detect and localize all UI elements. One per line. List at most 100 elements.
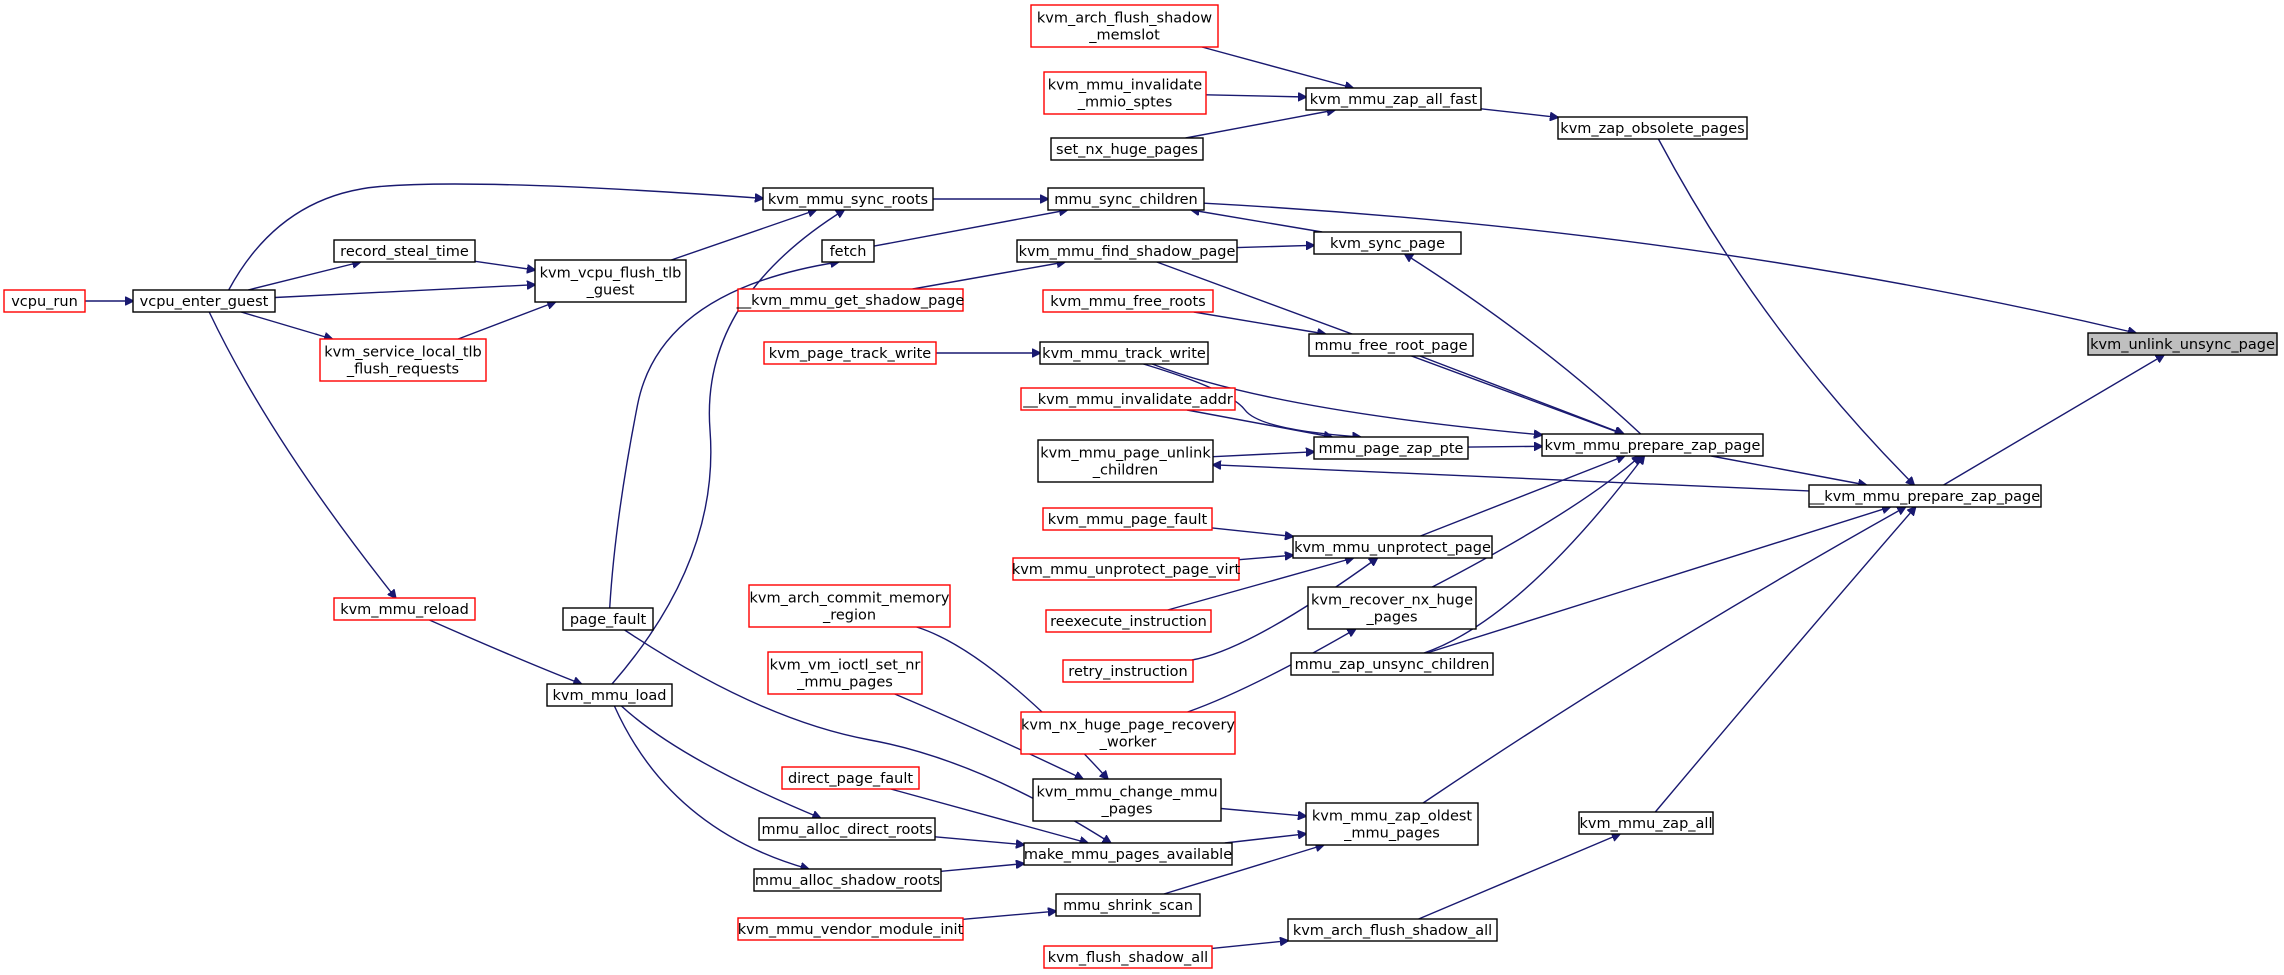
node-page_fault[interactable]: page_fault	[562, 607, 654, 631]
node-mmu_page_zap_pte[interactable]: mmu_page_zap_pte	[1313, 436, 1469, 460]
edge-retry_instruction-to-kvm_mmu_unprotect_page	[1191, 558, 1377, 661]
node-label: vcpu_enter_guest	[140, 294, 269, 310]
node-box	[1042, 507, 1213, 531]
node-fetch[interactable]: fetch	[821, 239, 875, 263]
node-kvm_arch_flush_shadow_all[interactable]: kvm_arch_flush_shadow_all	[1287, 918, 1498, 942]
node-kvm_sync_page[interactable]: kvm_sync_page	[1313, 231, 1462, 255]
node-make_mmu_pages_available[interactable]: make_mmu_pages_available	[1023, 842, 1233, 866]
node-kvm_recover_nx_huge_pages[interactable]: kvm_recover_nx_huge_pages	[1307, 586, 1477, 630]
node-label: make_mmu_pages_available	[1024, 847, 1232, 863]
node-label: _region	[822, 608, 876, 624]
node-reexecute_instruction[interactable]: reexecute_instruction	[1045, 609, 1212, 633]
node-kvm_mmu_invalidate_mmio_sptes[interactable]: kvm_mmu_invalidate_mmio_sptes	[1043, 71, 1207, 115]
node-mmu_alloc_direct_roots[interactable]: mmu_alloc_direct_roots	[758, 817, 936, 841]
node-label: record_steal_time	[340, 244, 469, 260]
node-box	[821, 239, 875, 263]
node-kvm_mmu_prepare_zap_page[interactable]: kvm_mmu_prepare_zap_page	[1541, 433, 1764, 457]
node-box	[1305, 87, 1482, 111]
node-kvm_mmu_sync_roots[interactable]: kvm_mmu_sync_roots	[762, 187, 934, 211]
node-kvm_arch_commit_memory_region[interactable]: kvm_arch_commit_memory_region	[748, 584, 951, 628]
node-mmu_zap_unsync_children[interactable]: mmu_zap_unsync_children	[1290, 652, 1494, 676]
node-mmu_sync_children[interactable]: mmu_sync_children	[1047, 187, 1205, 211]
node-retry_instruction[interactable]: retry_instruction	[1062, 659, 1194, 683]
edge-kvm_recover_nx_huge_pages-to-kvm_mmu_prepare_zap_page	[1431, 456, 1640, 588]
node-label: kvm_mmu_change_mmu	[1036, 785, 1217, 801]
node-label: kvm_arch_commit_memory	[750, 591, 950, 607]
node-kvm_mmu_free_roots[interactable]: kvm_mmu_free_roots	[1042, 289, 1214, 313]
node-__kvm_mmu_get_shadow_page[interactable]: __kvm_mmu_get_shadow_page	[736, 288, 965, 312]
node-label: kvm_mmu_page_unlink	[1040, 446, 1211, 462]
node-box	[1045, 609, 1212, 633]
node-direct_page_fault[interactable]: direct_page_fault	[781, 766, 920, 790]
node-__kvm_mmu_invalidate_addr[interactable]: __kvm_mmu_invalidate_addr	[1020, 387, 1236, 411]
node-box	[132, 289, 276, 313]
node-box	[562, 607, 654, 631]
node-kvm_mmu_zap_all_fast[interactable]: kvm_mmu_zap_all_fast	[1305, 87, 1482, 111]
node-label: kvm_mmu_sync_roots	[768, 192, 928, 208]
node-mmu_free_root_page[interactable]: mmu_free_root_page	[1308, 333, 1474, 357]
node-box	[1305, 802, 1479, 846]
node-kvm_mmu_page_unlink_children[interactable]: kvm_mmu_page_unlink_children	[1037, 439, 1214, 483]
node-kvm_page_track_write[interactable]: kvm_page_track_write	[763, 341, 937, 365]
node-box	[737, 917, 964, 941]
edge-mmu_free_root_page-to-kvm_mmu_prepare_zap_page	[1419, 355, 1624, 434]
node-label: mmu_zap_unsync_children	[1295, 657, 1490, 673]
node-kvm_vm_ioctl_set_nr_mmu_pages[interactable]: kvm_vm_ioctl_set_nr_mmu_pages	[767, 651, 923, 695]
edge-kvm_mmu_unprotect_page_virt-to-kvm_mmu_unprotect_page	[1238, 555, 1293, 561]
node-vcpu_enter_guest[interactable]: vcpu_enter_guest	[132, 289, 276, 313]
node-label: kvm_unlink_unsync_page	[2090, 337, 2275, 353]
node-vcpu_run[interactable]: vcpu_run	[3, 289, 86, 313]
node-label: vcpu_run	[11, 294, 78, 310]
node-box	[1808, 484, 2042, 508]
node-label: kvm_arch_flush_shadow	[1037, 11, 1212, 27]
node-kvm_flush_shadow_all[interactable]: kvm_flush_shadow_all	[1043, 945, 1213, 969]
node-kvm_unlink_unsync_page[interactable]: kvm_unlink_unsync_page	[2087, 332, 2278, 356]
node-box	[333, 597, 476, 621]
node-kvm_mmu_zap_all[interactable]: kvm_mmu_zap_all	[1578, 811, 1714, 835]
node-__kvm_mmu_prepare_zap_page[interactable]: __kvm_mmu_prepare_zap_page	[1808, 484, 2042, 508]
node-box	[748, 584, 951, 628]
node-box	[1578, 811, 1714, 835]
node-label: _flush_requests	[346, 362, 459, 378]
edge-kvm_mmu_load-to-mmu_alloc_shadow_roots	[613, 705, 808, 869]
node-box	[2087, 332, 2278, 356]
node-label: __kvm_mmu_invalidate_addr	[1022, 392, 1233, 408]
node-kvm_service_local_tlb_flush_requests[interactable]: kvm_service_local_tlb_flush_requests	[319, 338, 487, 382]
node-kvm_mmu_load[interactable]: kvm_mmu_load	[546, 683, 673, 707]
node-box	[1308, 333, 1474, 357]
node-box	[1043, 945, 1213, 969]
node-record_steal_time[interactable]: record_steal_time	[333, 239, 476, 263]
node-label: set_nx_huge_pages	[1056, 142, 1198, 158]
node-mmu_alloc_shadow_roots[interactable]: mmu_alloc_shadow_roots	[753, 868, 942, 892]
node-label: mmu_alloc_shadow_roots	[755, 873, 940, 889]
edge-kvm_mmu_track_write-to-mmu_page_zap_pte	[1143, 363, 1360, 437]
node-kvm_mmu_page_fault[interactable]: kvm_mmu_page_fault	[1042, 507, 1213, 531]
node-kvm_mmu_find_shadow_page[interactable]: kvm_mmu_find_shadow_page	[1016, 239, 1238, 263]
node-kvm_mmu_unprotect_page[interactable]: kvm_mmu_unprotect_page	[1292, 535, 1493, 559]
node-label: _mmu_pages	[1343, 826, 1440, 842]
node-kvm_mmu_zap_oldest_mmu_pages[interactable]: kvm_mmu_zap_oldest_mmu_pages	[1305, 802, 1479, 846]
node-label: mmu_sync_children	[1054, 192, 1197, 208]
node-label: page_fault	[570, 612, 647, 628]
node-kvm_mmu_reload[interactable]: kvm_mmu_reload	[333, 597, 476, 621]
node-mmu_shrink_scan[interactable]: mmu_shrink_scan	[1055, 893, 1201, 917]
node-box	[758, 817, 936, 841]
node-kvm_vcpu_flush_tlb_guest[interactable]: kvm_vcpu_flush_tlb_guest	[534, 259, 687, 303]
node-set_nx_huge_pages[interactable]: set_nx_huge_pages	[1050, 137, 1204, 161]
node-box	[1541, 433, 1764, 457]
edge-mmu_zap_unsync_children-to-__kvm_mmu_prepare_zap_page	[1426, 507, 1890, 654]
node-box	[546, 683, 673, 707]
edge-kvm_mmu_load-to-kvm_mmu_sync_roots	[611, 210, 844, 685]
node-kvm_mmu_track_write[interactable]: kvm_mmu_track_write	[1039, 341, 1209, 365]
node-kvm_zap_obsolete_pages[interactable]: kvm_zap_obsolete_pages	[1557, 116, 1748, 140]
edge-__kvm_mmu_prepare_zap_page-to-kvm_mmu_page_unlink_children	[1213, 465, 1810, 492]
node-kvm_mmu_unprotect_page_virt[interactable]: kvm_mmu_unprotect_page_virt	[1012, 557, 1241, 581]
node-label: kvm_zap_obsolete_pages	[1560, 121, 1744, 137]
node-label: reexecute_instruction	[1050, 614, 1207, 630]
node-kvm_arch_flush_shadow_memslot[interactable]: kvm_arch_flush_shadow_memslot	[1030, 4, 1219, 48]
node-label: kvm_mmu_prepare_zap_page	[1545, 438, 1761, 454]
node-kvm_nx_huge_page_recovery_worker[interactable]: kvm_nx_huge_page_recovery_worker	[1020, 711, 1236, 755]
node-label: retry_instruction	[1068, 664, 1187, 680]
node-kvm_mmu_vendor_module_init[interactable]: kvm_mmu_vendor_module_init	[737, 917, 964, 941]
node-kvm_mmu_change_mmu_pages[interactable]: kvm_mmu_change_mmu_pages	[1032, 778, 1222, 822]
